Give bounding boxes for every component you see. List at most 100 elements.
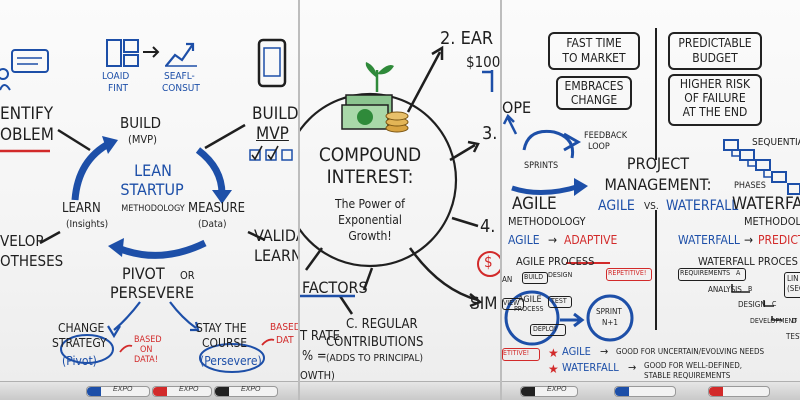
vs-agile: AGILE bbox=[598, 198, 635, 214]
rate-equals: % = bbox=[302, 349, 327, 364]
contributions-label: CONTRIBUTIONS bbox=[326, 335, 424, 350]
bottom-waterfall-note-1: GOOD FOR WELL-DEFINED, bbox=[644, 361, 743, 370]
insights-label: (Insights) bbox=[66, 219, 109, 230]
pivot-label: PIVOT bbox=[122, 264, 165, 283]
cycle-arrow-bottom bbox=[116, 239, 207, 259]
lean-startup-board: LOAID FINT SEAFL- CONSUT ENTIFY OBLEM BU… bbox=[0, 0, 298, 400]
persevere-paren-label: (Persevere) bbox=[200, 354, 262, 368]
or-label: OR bbox=[180, 269, 195, 282]
ap-node-view: VIEW bbox=[503, 299, 520, 307]
wf-mark-b: B bbox=[748, 285, 753, 293]
agile-waterfall-board: ★ ★ FAST TIME TO MARKET EMBRACES CHANGE … bbox=[502, 0, 800, 400]
wf-side-line1: LIN bbox=[787, 274, 799, 283]
startup-title: STARTUP bbox=[120, 180, 184, 199]
wf-step-analysis: ANALYSIS bbox=[708, 285, 742, 294]
based-data-right-1: BASED bbox=[270, 322, 298, 333]
speech-bubble-icon bbox=[11, 49, 49, 73]
marker-red[interactable]: EXPO bbox=[152, 386, 212, 397]
earn-label: 2. EAR bbox=[440, 28, 494, 49]
marker-blue[interactable]: EXPO bbox=[86, 386, 150, 397]
compound-interest-drawing bbox=[300, 45, 500, 315]
to-market-label: TO MARKET bbox=[562, 51, 626, 65]
feedback-label: FEEDBACK bbox=[584, 131, 628, 141]
factors-label: FACTORS bbox=[302, 278, 368, 297]
marker-blue[interactable] bbox=[614, 386, 676, 397]
panel-divider bbox=[500, 0, 503, 400]
bottom-waterfall-note-2: STABLE REQUIREMENTS bbox=[644, 371, 731, 380]
waterfall-title: WATERFALL bbox=[732, 194, 800, 214]
sprint-n-label: N+1 bbox=[602, 318, 618, 327]
svg-text:★: ★ bbox=[548, 362, 559, 376]
learn-label: LEARN bbox=[62, 201, 101, 216]
validate-line2: LEARN bbox=[254, 246, 298, 265]
ap-node-process: PROCESS bbox=[514, 305, 544, 313]
interest-title: INTEREST: bbox=[326, 166, 414, 188]
agile-adaptive-arrow: → bbox=[548, 233, 558, 247]
marker-black[interactable]: EXPO bbox=[214, 386, 278, 397]
predictable-label: PREDICTABLE bbox=[678, 36, 752, 50]
strategy-label: STRATEGY bbox=[52, 336, 107, 350]
repetitive-box-2 bbox=[502, 348, 540, 361]
change-label: CHANGE bbox=[58, 321, 105, 335]
wf-step-test: TEST bbox=[786, 332, 800, 341]
validate-line1: VALIDA bbox=[254, 226, 298, 245]
plant-icon bbox=[365, 62, 377, 78]
layout-icon bbox=[106, 39, 122, 67]
develop-line1: VELOP bbox=[0, 232, 44, 250]
agile-title: AGILE bbox=[512, 194, 557, 214]
marker-tray bbox=[300, 381, 500, 400]
ap-view-box bbox=[502, 298, 524, 310]
marker-red[interactable] bbox=[708, 386, 770, 397]
embraces-change-box bbox=[556, 76, 632, 110]
persevere-label: PERSEVERE bbox=[110, 283, 195, 302]
fast-time-box bbox=[548, 32, 640, 70]
phases-label: PHASES bbox=[734, 181, 766, 191]
higher-risk-box bbox=[668, 74, 762, 126]
management-title: MANAGEMENT: bbox=[604, 175, 712, 194]
top-label-1: LOAID bbox=[102, 71, 130, 82]
vs-label: VS. bbox=[644, 201, 659, 212]
measure-label: MEASURE bbox=[188, 201, 245, 216]
cycle-arrow-right bbox=[195, 147, 226, 195]
marker-tray: EXPO EXPO EXPO bbox=[0, 381, 298, 400]
higher-risk-label: HIGHER RISK bbox=[679, 77, 751, 91]
develop-line2: OTHESES bbox=[0, 252, 64, 270]
sprint-label: SPRINT bbox=[596, 307, 622, 316]
pivot-paren-label: (Pivot) bbox=[62, 354, 97, 368]
repetitive-box bbox=[606, 268, 652, 281]
top-label-3: SEAFL- bbox=[164, 71, 195, 82]
lean-title: LEAN bbox=[134, 161, 172, 180]
predictable-budget-box bbox=[668, 32, 762, 70]
cycle-arrow-left bbox=[71, 139, 112, 201]
data-label: (Data) bbox=[198, 219, 227, 230]
waterfall-predict-arrow: → bbox=[744, 233, 754, 247]
build-mvp-label: (MVP) bbox=[128, 133, 157, 146]
build-label: BUILD bbox=[120, 114, 162, 132]
wf-step-requirements: REQUIREMENTS bbox=[680, 269, 731, 277]
panel-divider bbox=[298, 0, 301, 400]
based-on-data-2: ON bbox=[140, 345, 153, 355]
step-3-label: 3. bbox=[482, 123, 498, 144]
agile-methodology-label: METHODOLOGY bbox=[508, 215, 586, 228]
agile-waterfall-drawing: ★ ★ bbox=[502, 28, 800, 376]
wf-mark-c: C bbox=[772, 300, 777, 308]
wf-side-line2: (SEQ bbox=[787, 284, 800, 293]
compound-title: COMPOUND bbox=[318, 144, 422, 166]
wf-mark-a: A bbox=[736, 269, 741, 277]
growth-chart-icon bbox=[165, 42, 195, 67]
based-on-data-1: BASED bbox=[134, 335, 162, 345]
budget-label: BUDGET bbox=[692, 51, 738, 65]
adds-principal-label: (ADDS TO PRINCIPAL) bbox=[326, 353, 423, 364]
rate-growth: OWTH) bbox=[300, 369, 335, 382]
subtitle-2: Exponential bbox=[338, 213, 402, 227]
dollar-sign: $ bbox=[484, 253, 493, 271]
repetitive-label-2: ETITIVE! bbox=[503, 349, 530, 357]
ap-test-box bbox=[548, 296, 572, 308]
bottom-agile: AGILE bbox=[562, 345, 591, 358]
waterfall-predict-waterfall: WATERFALL bbox=[678, 233, 740, 247]
ap-deploy-box bbox=[530, 324, 566, 336]
subtitle-1: The Power of bbox=[335, 197, 405, 211]
ap-node-an: AN bbox=[502, 275, 513, 284]
marker-black[interactable]: EXPO bbox=[520, 386, 578, 397]
lean-startup-drawing bbox=[0, 38, 293, 373]
